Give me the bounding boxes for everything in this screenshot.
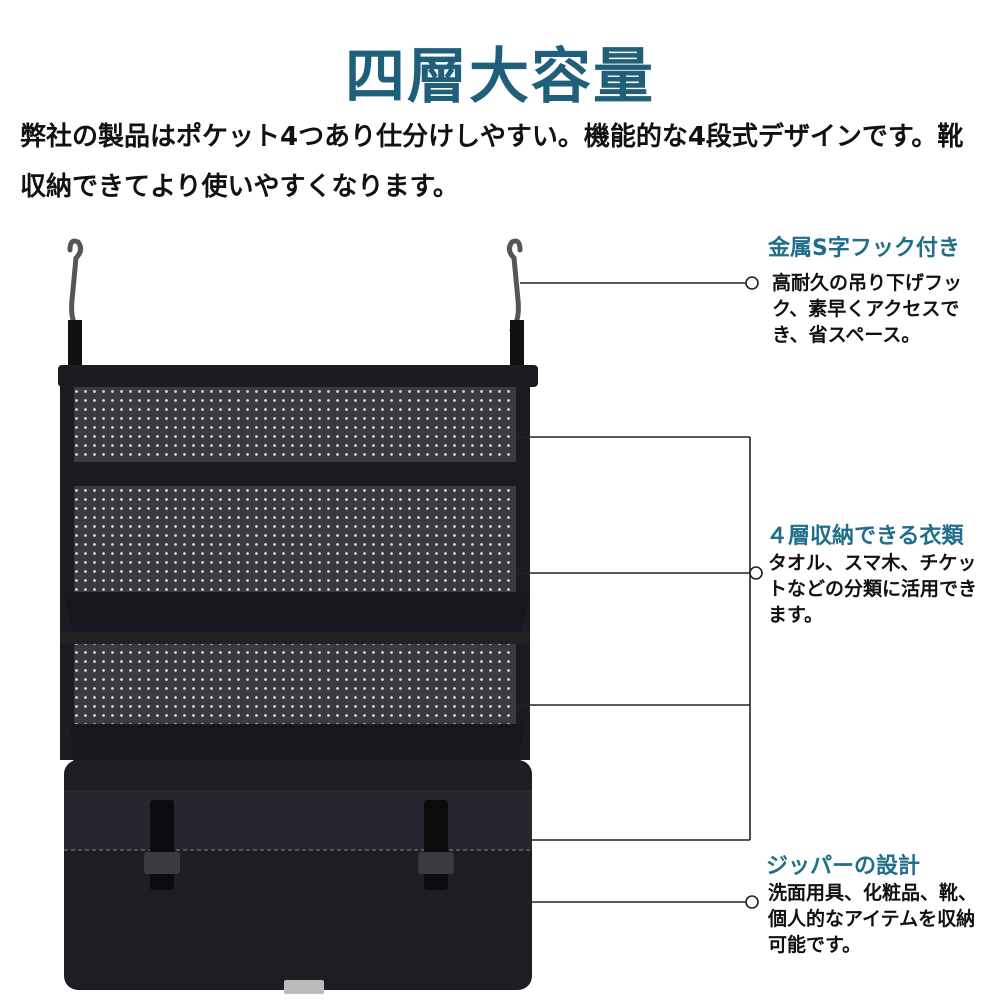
s-hook-left-icon — [67, 238, 84, 333]
s-hook-right-icon — [506, 238, 523, 333]
feature-body-zipper: 洗面用具、化粧品、靴、個人的なアイテムを収納可能です。 — [768, 882, 978, 956]
feature-title-shelves: ４層収納できる衣類 — [766, 524, 964, 549]
feature-title-zipper: ジッパーの設計 — [766, 854, 921, 879]
feature-title-hook: 金属S字フック付き — [768, 236, 960, 261]
intro-text: 弊社の製品はポケット4つあり仕分けしやすい。機能的な4段式デザインです。靴収納で… — [20, 122, 964, 202]
page-title: 四層大容量 — [345, 42, 655, 112]
feature-body-hook: 高耐久の吊り下げフック、素早くアクセスでき、省スペース。 — [772, 272, 963, 346]
feature-body-shelves: タオル、スマ木、チケットなどの分類に活用できます。 — [768, 552, 978, 626]
